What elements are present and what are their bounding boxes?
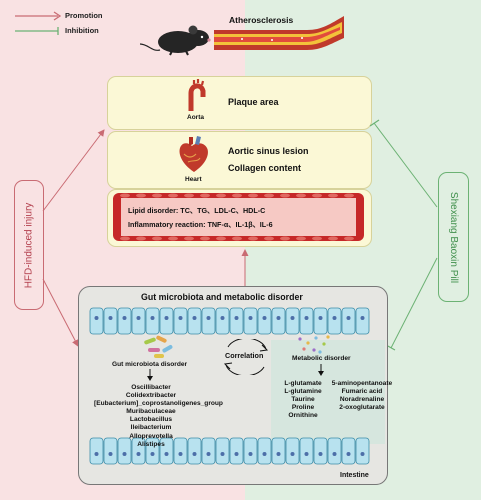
microbiota-list: Oscillibacter Colidextribacter [Eubacter… xyxy=(94,384,223,449)
hfd-to-gut-arrow xyxy=(42,278,79,347)
metabolite-item: 5-aminopentanoate xyxy=(331,380,393,387)
metabolic-disorder-label: Metabolic disorder xyxy=(292,355,351,362)
aorta-icon xyxy=(188,79,206,111)
metabolite-item: Proline xyxy=(291,404,315,412)
bacteria-icon xyxy=(144,335,173,358)
mouse-icon xyxy=(139,25,211,56)
hfd-injury-box: HFD-induced injury xyxy=(14,180,44,310)
intestine-villi-icon xyxy=(89,307,370,465)
metabolite-item: Noradrenaline xyxy=(339,396,385,404)
metabolite-item: L-glutamate xyxy=(284,380,322,387)
aorta-organ-label: Aorta xyxy=(187,114,204,121)
correlation-cycle-icon xyxy=(223,339,269,375)
microbiota-item: Alloprevotella xyxy=(129,432,173,440)
aorta-panel xyxy=(107,76,372,130)
aortic-sinus-lesion-label: Aortic sinus lesion xyxy=(228,146,309,156)
microbiota-item: Alistipes xyxy=(137,440,165,448)
hfd-to-plaque-arrow xyxy=(42,129,105,212)
lipid-disorder-label: Lipid disorder: TC、TG、LDL-C、HDL-C xyxy=(128,206,266,215)
atherosclerosis-label: Atherosclerosis xyxy=(229,15,294,25)
heart-icon xyxy=(179,136,208,172)
gut-panel-title: Gut microbiota and metabolic disorder xyxy=(141,292,303,302)
legend xyxy=(15,11,62,35)
heart-organ-label: Heart xyxy=(185,176,202,183)
pill-to-gut-inhibition xyxy=(390,257,438,349)
microbiota-item: Lactobacillus xyxy=(129,416,173,424)
pill-to-plaque-inhibition xyxy=(373,122,438,208)
heart-panel xyxy=(107,131,372,189)
metabolite-list-1: L-glutamate L-glutamine Taurine Proline … xyxy=(270,380,336,420)
legend-promotion-label: Promotion xyxy=(65,11,103,20)
metabolite-item: Ornithine xyxy=(288,412,318,420)
microbiota-item: [Eubacterium]_coprostanoligenes_group xyxy=(94,400,223,408)
gut-microbiota-disorder-label: Gut microbiota disorder xyxy=(112,361,188,368)
metabolite-item: Fumaric acid xyxy=(341,388,383,396)
metabolite-dots-icon xyxy=(298,335,330,354)
blood-vessel-icon xyxy=(113,193,364,241)
inflammatory-reaction-label: Inflammatory reaction: TNF-α、IL-1β、IL-6 xyxy=(128,220,273,229)
metabolic-region-tint xyxy=(271,340,385,444)
plaque-area-label: Plaque area xyxy=(228,97,279,107)
correlation-label: Correlation xyxy=(225,351,264,360)
microbiota-item: Ileibacterium xyxy=(130,424,172,432)
microbiota-item: Colidextribacter xyxy=(125,392,177,400)
metabolite-list-2: 5-aminopentanoate Fumaric acid Noradrena… xyxy=(328,380,396,412)
shexiang-baoxin-box: Shexiang Baoxin Pill xyxy=(438,172,469,302)
intestine-label: Intestine xyxy=(340,472,369,479)
metabolite-item: 2-oxoglutarate xyxy=(339,404,385,412)
legend-inhibition-label: Inhibition xyxy=(65,26,99,35)
metabolite-item: L-glutamine xyxy=(284,388,322,396)
atherosclerosis-artery-icon xyxy=(214,16,344,50)
collagen-content-label: Collagen content xyxy=(228,163,302,173)
microbiota-item: Oscillibacter xyxy=(131,384,171,391)
metabolite-item: Taurine xyxy=(291,396,315,404)
microbiota-item: Muribaculaceae xyxy=(126,408,176,416)
